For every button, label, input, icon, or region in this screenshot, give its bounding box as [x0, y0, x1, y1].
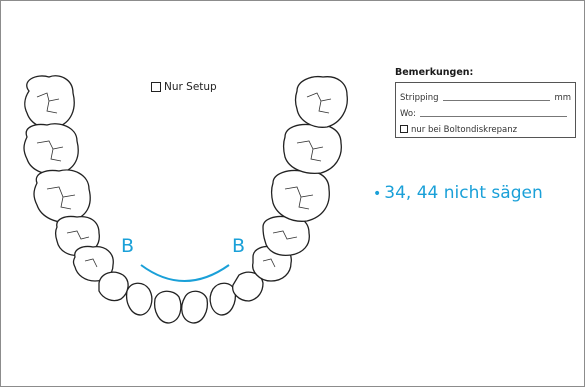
- annotation-text: 34, 44 nicht sägen: [384, 183, 542, 203]
- tooth-right-4: [263, 216, 309, 255]
- tooth-left-2: [24, 124, 78, 174]
- bolton-checkbox[interactable]: [400, 125, 408, 133]
- remarks-box: Stripping mm Wo: nur bei Boltondiskrepan…: [395, 82, 576, 138]
- tooth-right-lateral: [210, 283, 235, 315]
- marker-b-left: B: [121, 235, 134, 257]
- tooth-left-central: [155, 291, 181, 323]
- marker-b-right: B: [232, 235, 245, 257]
- stripping-unit: mm: [554, 93, 571, 103]
- wo-row: Wo:: [400, 105, 571, 119]
- tooth-left-1: [25, 76, 74, 128]
- bolton-label: nur bei Boltondiskrepanz: [411, 125, 517, 135]
- nur-setup-label: Nur Setup: [164, 81, 217, 93]
- bolton-row[interactable]: nur bei Boltondiskrepanz: [400, 121, 571, 135]
- remarks-title: Bemerkungen:: [395, 67, 473, 78]
- nur-setup-checkbox[interactable]: [151, 82, 161, 92]
- annotation-bullet: •: [373, 186, 381, 202]
- stripping-label: Stripping: [400, 93, 439, 103]
- wo-label: Wo:: [400, 109, 416, 119]
- tooth-right-2: [284, 125, 342, 174]
- nur-setup-option[interactable]: Nur Setup: [151, 81, 217, 93]
- tooth-left-lateral: [127, 283, 152, 315]
- stripping-row: Stripping mm: [400, 89, 571, 103]
- stripping-input-line[interactable]: [443, 100, 551, 101]
- tooth-left-canine: [99, 272, 128, 300]
- wo-input-line[interactable]: [420, 116, 567, 117]
- tooth-right-1: [296, 77, 348, 128]
- annotation-note: • 34, 44 nicht sägen: [373, 183, 543, 203]
- bolton-arc: [141, 265, 229, 281]
- tooth-left-3: [34, 170, 90, 222]
- tooth-right-central: [182, 291, 208, 323]
